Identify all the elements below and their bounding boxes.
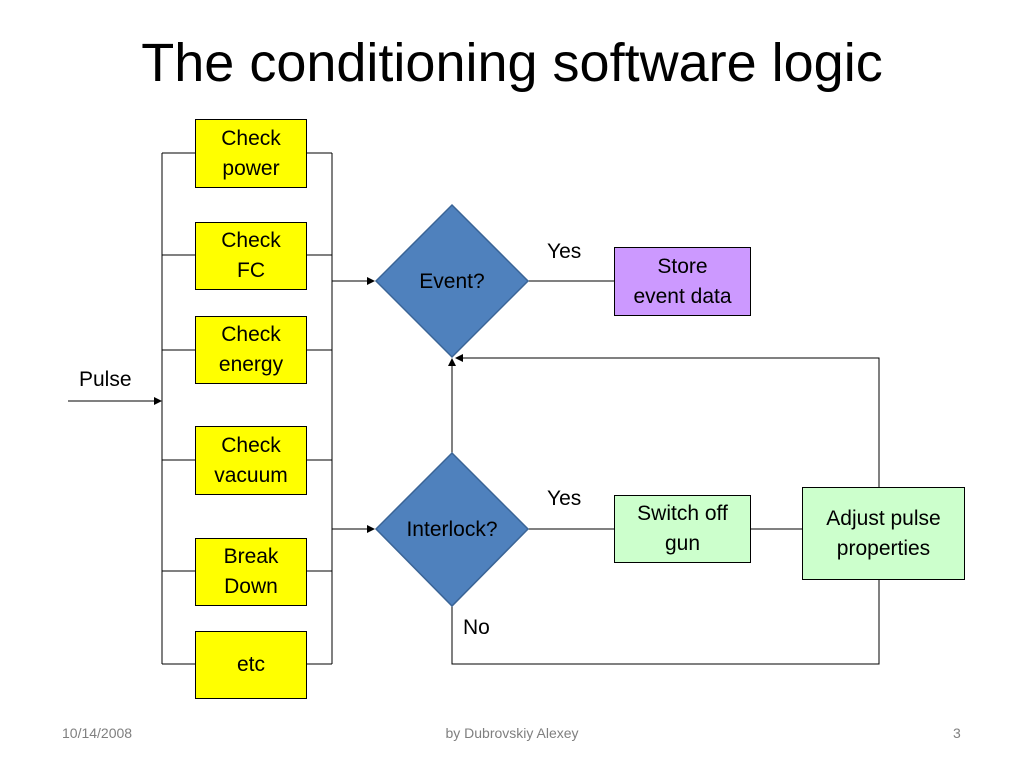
footer-page-number: 3: [953, 725, 961, 741]
etc-box: etc: [195, 631, 307, 699]
adjust-to-event-arrow: [455, 354, 880, 487]
event-decision-diamond: [374, 203, 530, 359]
check-power-box: Check power: [195, 119, 307, 188]
interlock-decision-diamond: [374, 451, 530, 608]
switch-off-gun-box: Switch off gun: [614, 495, 751, 563]
interlock-yes-label: Yes: [547, 487, 582, 510]
slide-title: The conditioning software logic: [141, 33, 883, 93]
adjust-pulse-box: Adjust pulse properties: [802, 487, 965, 580]
footer-date: 10/14/2008: [62, 725, 133, 741]
pulse-label: Pulse: [79, 368, 132, 391]
store-event-data-box: Store event data: [614, 247, 751, 316]
check-vacuum-box: Check vacuum: [195, 426, 307, 495]
interlock-no-loop: [451, 580, 880, 665]
check-energy-box: Check energy: [195, 316, 307, 384]
footer-author: by Dubrovskiy Alexey: [445, 725, 579, 741]
break-down-box: Break Down: [195, 538, 307, 606]
check-fc-box: Check FC: [195, 222, 307, 290]
event-yes-label: Yes: [547, 240, 582, 263]
interlock-no-label: No: [463, 616, 490, 639]
event-decision-label: Event?: [419, 270, 485, 293]
interlock-decision-label: Interlock?: [406, 518, 498, 541]
